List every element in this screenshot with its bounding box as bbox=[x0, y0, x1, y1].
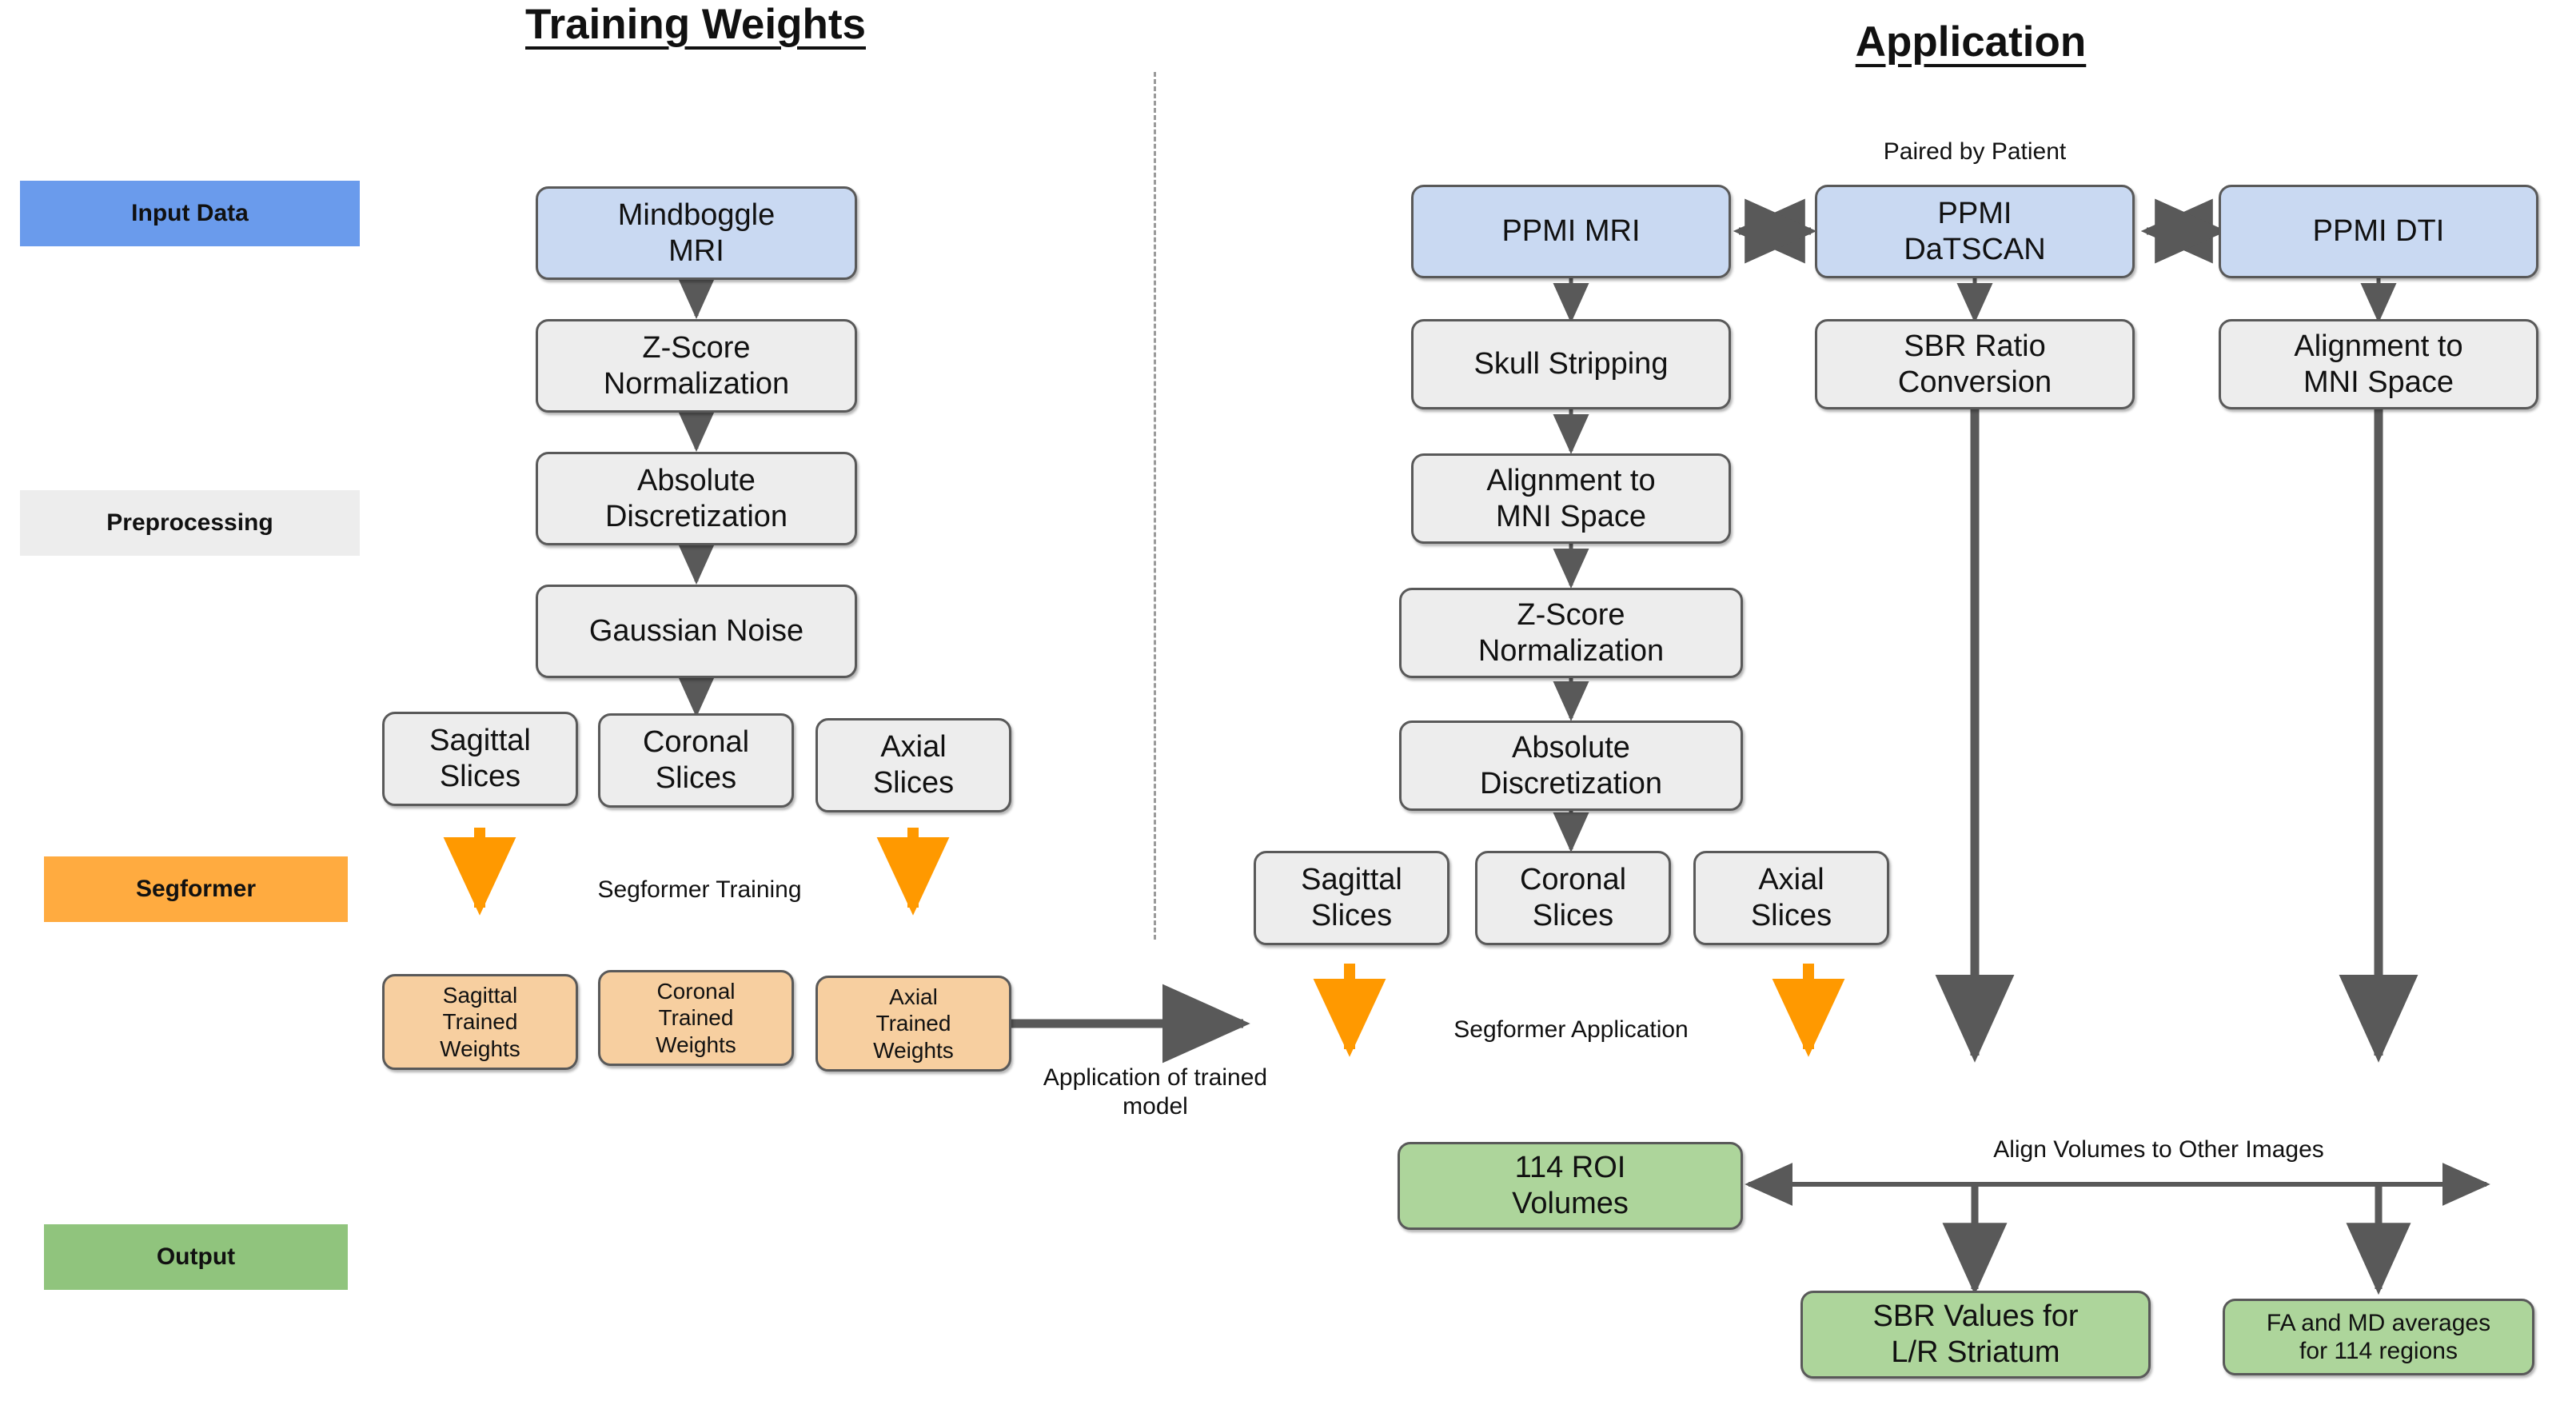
node-ppmi-dti[interactable]: PPMI DTI bbox=[2219, 185, 2538, 278]
legend-output: Output bbox=[44, 1224, 348, 1290]
node-ppmi-mri[interactable]: PPMI MRI bbox=[1411, 185, 1731, 278]
page-title-application: Application bbox=[1855, 18, 2087, 66]
caption-segformer-application: Segformer Application bbox=[1453, 1016, 1689, 1043]
long-down-arrows bbox=[1935, 409, 2418, 1063]
legend-preprocessing: Preprocessing bbox=[20, 490, 360, 556]
caption-segformer-training: Segformer Training bbox=[597, 876, 802, 903]
node-skull-stripping-label: Skull Stripping bbox=[1473, 347, 1669, 381]
legend-input-data-label: Input Data bbox=[131, 200, 249, 226]
legend-input-data: Input Data bbox=[20, 181, 360, 246]
align-volumes-drop-arrows bbox=[1942, 1184, 2411, 1295]
page-title-training: Training Weights bbox=[525, 1, 866, 48]
legend-preprocessing-label: Preprocessing bbox=[106, 509, 273, 536]
legend-segformer: Segformer bbox=[44, 856, 348, 922]
node-gaussian-noise-label: Gaussian Noise bbox=[588, 614, 804, 649]
node-gaussian-noise[interactable]: Gaussian Noise bbox=[536, 585, 857, 678]
node-skull-stripping[interactable]: Skull Stripping bbox=[1411, 319, 1731, 409]
section-divider bbox=[1154, 72, 1156, 940]
legend-output-label: Output bbox=[156, 1243, 236, 1270]
caption-align-volumes: Align Volumes to Other Images bbox=[1993, 1136, 2324, 1163]
node-ppmi-mri-label: PPMI MRI bbox=[1501, 214, 1641, 249]
legend-segformer-label: Segformer bbox=[135, 876, 257, 902]
node-ppmi-dti-label: PPMI DTI bbox=[2312, 214, 2445, 249]
caption-paired-by-patient: Paired by Patient bbox=[1883, 138, 2067, 165]
